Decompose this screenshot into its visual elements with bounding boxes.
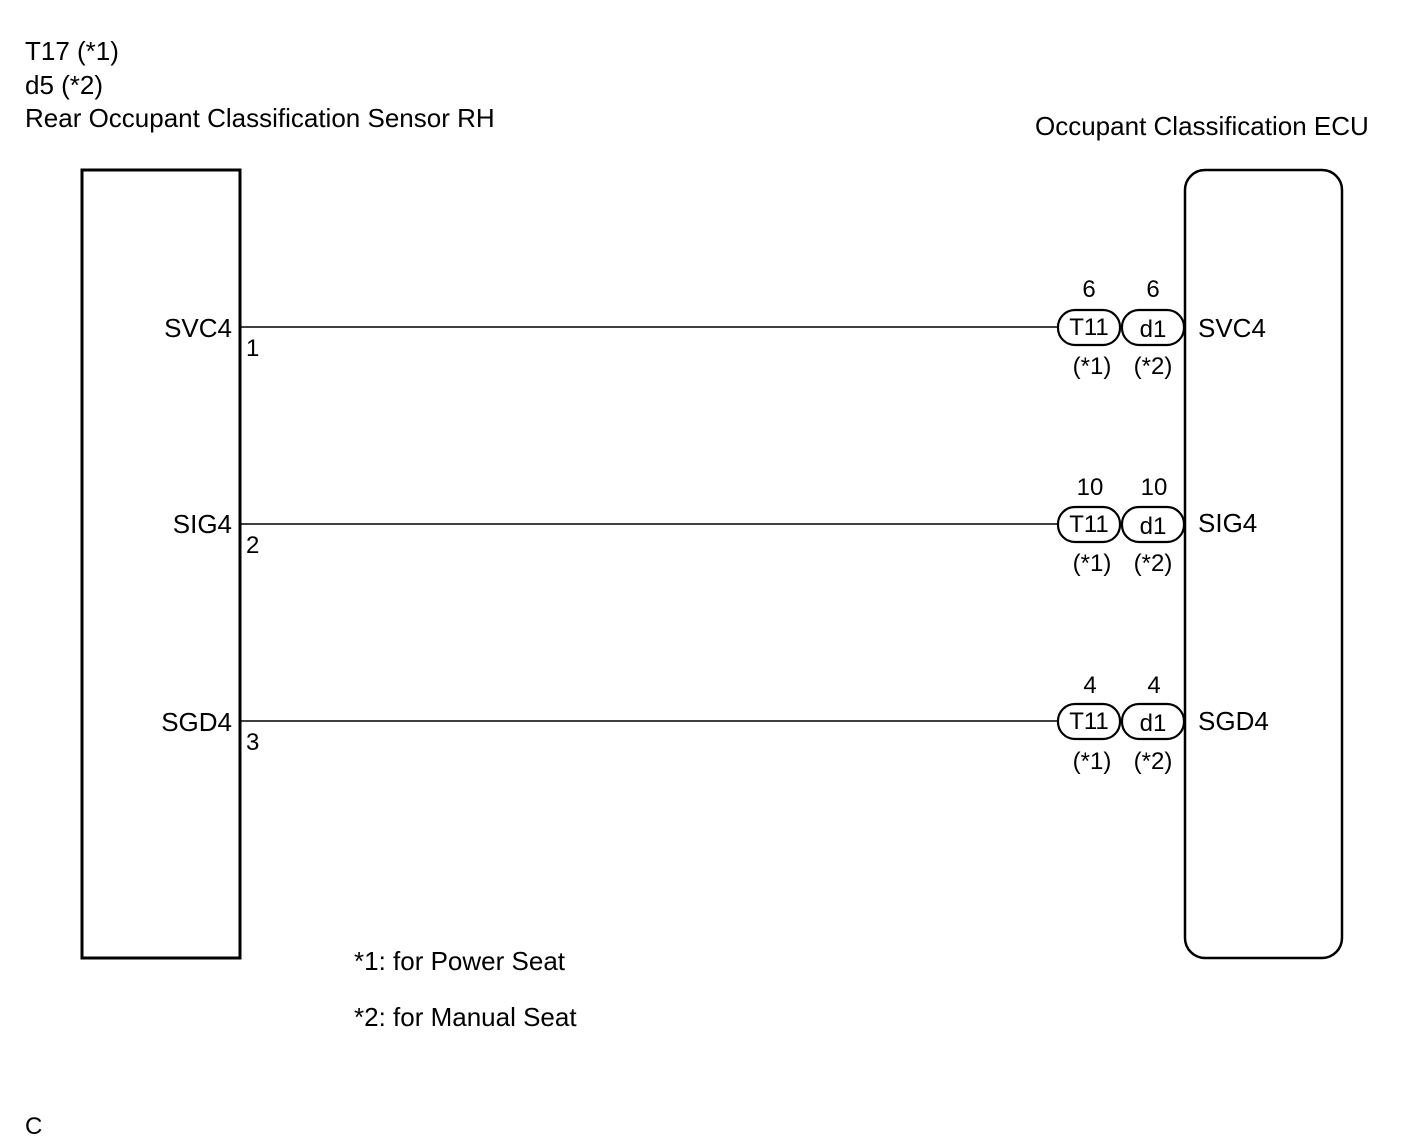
d1-note-svc4: (*2) [1133,353,1173,380]
sensor-connector-2: d5 (*2) [25,70,104,100]
t11-connector-sig4 [1056,505,1122,544]
sensor-terminal-svc4: SVC4 [164,313,232,343]
t11-pin-svc4: 6 [1082,276,1096,303]
d1-pin-sig4: 10 [1140,474,1168,501]
sensor-pin-3: 3 [246,729,260,756]
d1-connector-sig4 [1120,505,1186,544]
d1-label-sig4: d1 [1139,513,1167,540]
d1-note-sgd4: (*2) [1133,748,1173,775]
d1-label-svc4: d1 [1139,316,1167,343]
note-manual-seat: *2: for Manual Seat [354,1002,577,1032]
ecu-terminal-sgd4: SGD4 [1198,706,1269,736]
t11-label-svc4: T11 [1069,314,1109,341]
sensor-box [80,168,242,960]
corner-code: C [25,1113,43,1140]
ecu-name: Occupant Classification ECU [1035,111,1369,141]
d1-pin-sgd4: 4 [1147,672,1161,699]
d1-label-sgd4: d1 [1139,710,1167,737]
t11-label-sgd4: T11 [1069,708,1109,735]
t11-pin-sig4: 10 [1076,474,1104,501]
sensor-pin-2: 2 [246,532,260,559]
sensor-connector-1: T17 (*1) [25,36,119,66]
circuit-sgd4 [240,702,1186,741]
circuit-sig4 [240,505,1186,544]
d1-connector-svc4 [1120,308,1186,347]
sensor-name: Rear Occupant Classification Sensor RH [25,103,495,133]
t11-note-sig4: (*1) [1072,550,1112,577]
ecu-terminal-svc4: SVC4 [1198,313,1266,343]
d1-connector-sgd4 [1120,702,1186,741]
sensor-terminal-sgd4: SGD4 [161,707,232,737]
ecu-terminal-sig4: SIG4 [1198,508,1258,538]
t11-connector-sgd4 [1056,702,1122,741]
t11-pin-sgd4: 4 [1083,672,1097,699]
t11-label-sig4: T11 [1069,511,1109,538]
d1-pin-svc4: 6 [1146,276,1160,303]
d1-note-sig4: (*2) [1133,550,1173,577]
t11-note-sgd4: (*1) [1072,748,1112,775]
circuit-svc4 [240,308,1186,347]
sensor-terminal-sig4: SIG4 [172,509,232,539]
note-power-seat: *1: for Power Seat [354,946,565,976]
ecu-box [1183,168,1344,960]
t11-note-svc4: (*1) [1072,353,1112,380]
sensor-pin-1: 1 [246,335,260,362]
t11-connector-svc4 [1056,308,1122,347]
